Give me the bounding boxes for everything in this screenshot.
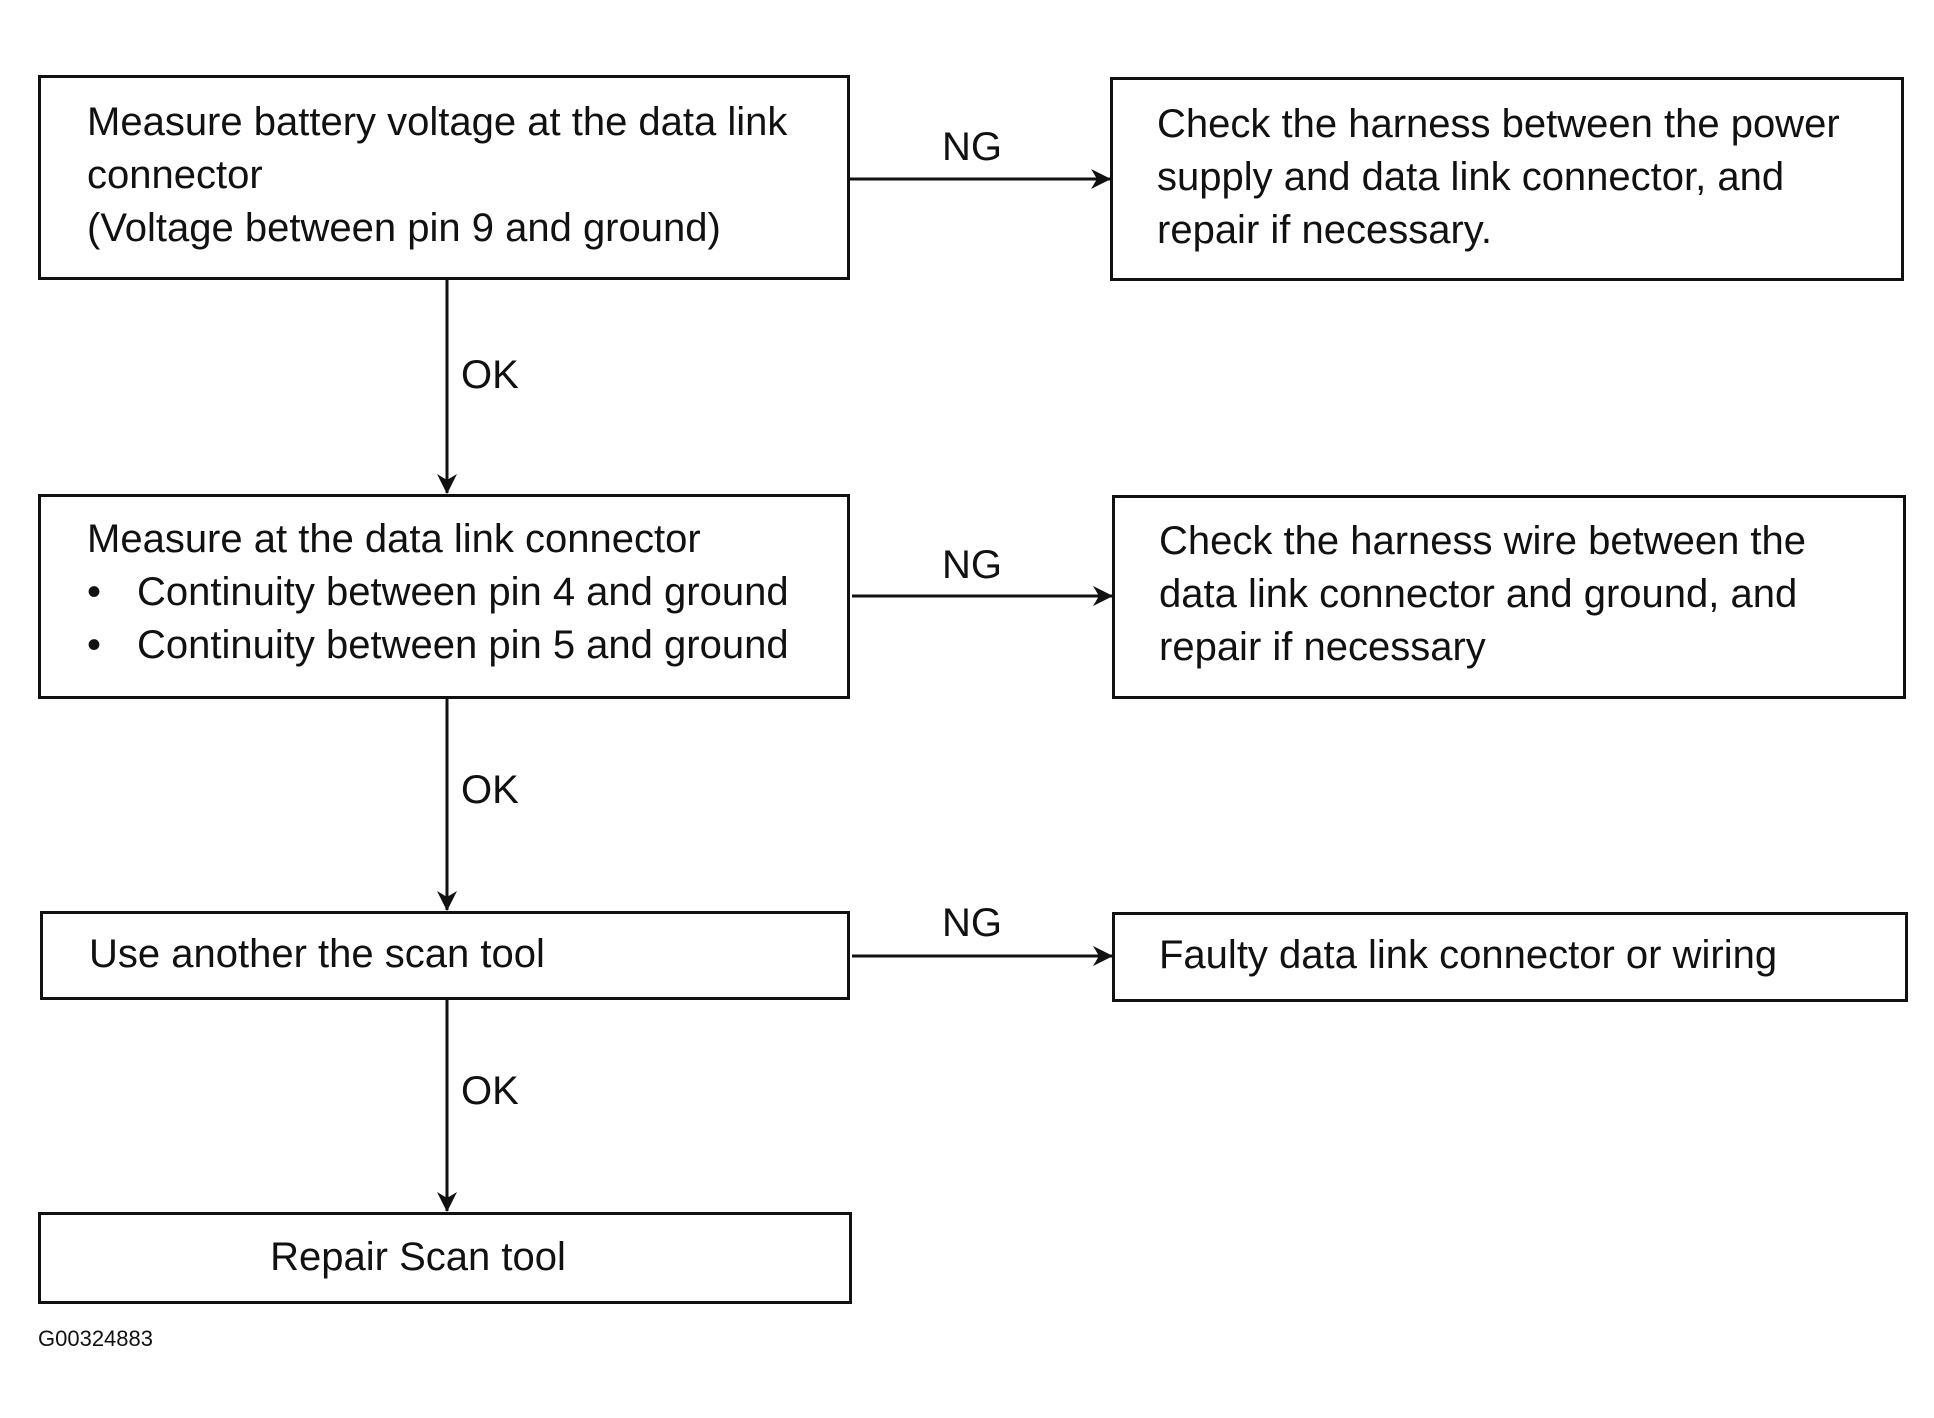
result-1-line-1: Check the harness between the power bbox=[1157, 102, 1840, 146]
step-measure-battery-voltage: Measure battery voltage at the data link… bbox=[38, 75, 850, 280]
step-2-title: Measure at the data link connector bbox=[87, 517, 701, 561]
ng-label-2: NG bbox=[942, 543, 1002, 587]
result-1-line-3: repair if necessary. bbox=[1157, 208, 1492, 252]
bullet-icon: • bbox=[87, 623, 102, 667]
result-faulty-connector-or-wiring: Faulty data link connector or wiring bbox=[1112, 912, 1908, 1002]
result-1-line-2: supply and data link connector, and bbox=[1157, 155, 1785, 199]
bullet-icon: • bbox=[87, 570, 102, 614]
step-3-text: Use another the scan tool bbox=[89, 932, 545, 976]
result-2-line-2: data link connector and ground, and bbox=[1159, 572, 1798, 616]
result-2-line-3: repair if necessary bbox=[1159, 625, 1486, 669]
step-measure-continuity: Measure at the data link connector • Con… bbox=[38, 494, 850, 699]
ok-label-2: OK bbox=[461, 768, 519, 812]
step-1-line-1: Measure battery voltage at the data link bbox=[87, 100, 788, 144]
step-2-bullet-1: • Continuity between pin 4 and ground bbox=[87, 566, 847, 619]
ok-label-1: OK bbox=[461, 353, 519, 397]
step-1-line-3: (Voltage between pin 9 and ground) bbox=[87, 206, 721, 250]
figure-code: G00324883 bbox=[38, 1326, 153, 1351]
ok-label-3: OK bbox=[461, 1069, 519, 1113]
result-check-power-supply-harness: Check the harness between the power supp… bbox=[1110, 77, 1904, 281]
result-2-line-1: Check the harness wire between the bbox=[1159, 519, 1807, 563]
result-3-text: Faulty data link connector or wiring bbox=[1159, 933, 1778, 977]
step-repair-scan-tool: Repair Scan tool bbox=[38, 1212, 852, 1304]
step-1-line-2: connector bbox=[87, 153, 263, 197]
step-4-text: Repair Scan tool bbox=[270, 1235, 566, 1279]
result-check-ground-harness-wire: Check the harness wire between the data … bbox=[1112, 495, 1906, 699]
step-2-bullet-1-text: Continuity between pin 4 and ground bbox=[137, 570, 789, 614]
step-2-bullet-2: • Continuity between pin 5 and ground bbox=[87, 619, 847, 672]
step-use-another-scan-tool: Use another the scan tool bbox=[40, 911, 850, 1000]
step-2-bullet-2-text: Continuity between pin 5 and ground bbox=[137, 623, 789, 667]
ng-label-3: NG bbox=[942, 901, 1002, 945]
step-2-bullet-list: • Continuity between pin 4 and ground • … bbox=[87, 566, 847, 672]
ng-label-1: NG bbox=[942, 125, 1002, 169]
